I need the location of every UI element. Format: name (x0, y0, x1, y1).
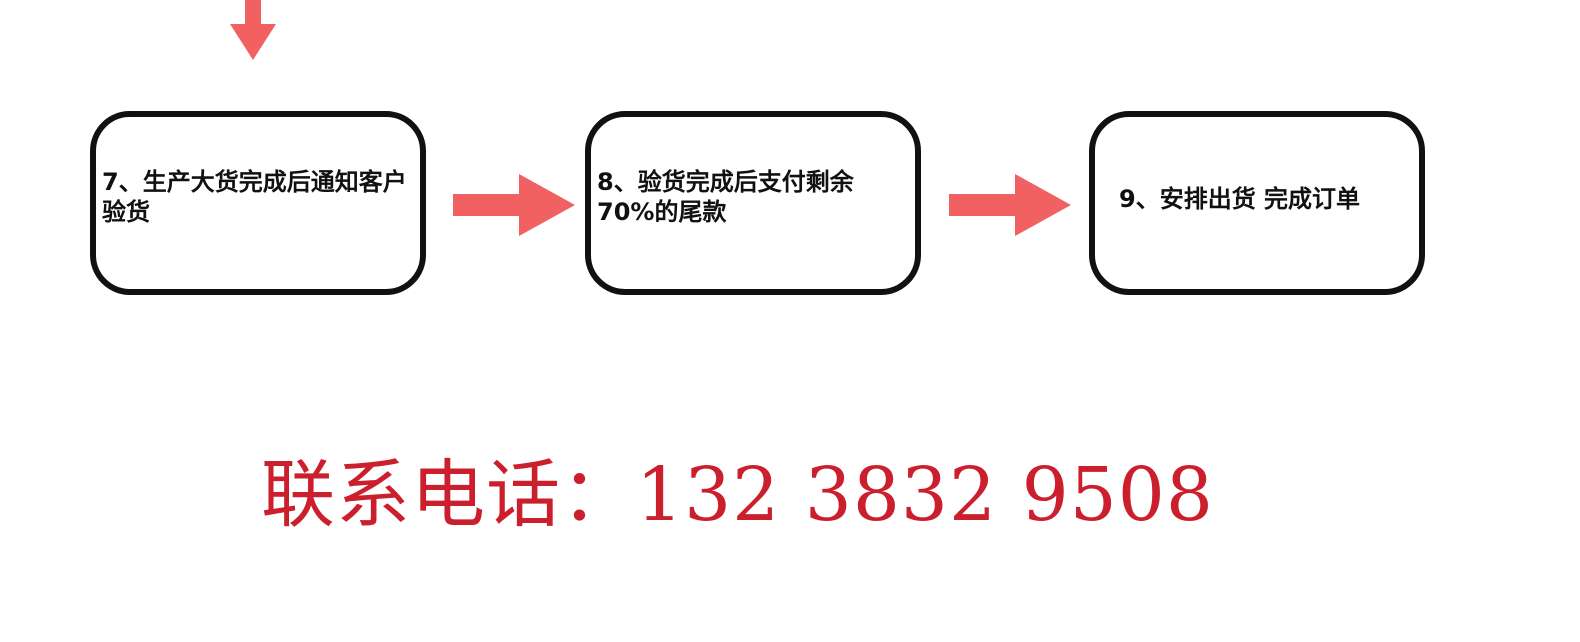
flow-step-9: 9、安排出货 完成订单 (1089, 111, 1425, 295)
arrow-shaft (245, 0, 261, 24)
arrow-head (519, 174, 575, 236)
flow-arrow-down (230, 0, 276, 60)
flow-arrow-right-2 (949, 174, 1071, 236)
arrow-head (230, 24, 276, 60)
flow-arrow-right-1 (453, 174, 575, 236)
contact-label: 联系电话： (261, 452, 636, 538)
contact-phone-line: 联系电话：132 3832 9508 (261, 450, 1214, 540)
contact-phone-number: 132 3832 9508 (636, 452, 1214, 538)
arrow-shaft (949, 194, 1017, 216)
flow-step-8: 8、验货完成后支付剩余70%的尾款 (585, 111, 921, 295)
arrow-head (1015, 174, 1071, 236)
flow-step-7: 7、生产大货完成后通知客户验货 (90, 111, 426, 295)
arrow-shaft (453, 194, 521, 216)
flow-step-7-text: 7、生产大货完成后通知客户验货 (102, 168, 407, 226)
flow-step-9-text: 9、安排出货 完成订单 (1119, 185, 1361, 213)
flow-step-8-text: 8、验货完成后支付剩余70%的尾款 (597, 168, 854, 226)
